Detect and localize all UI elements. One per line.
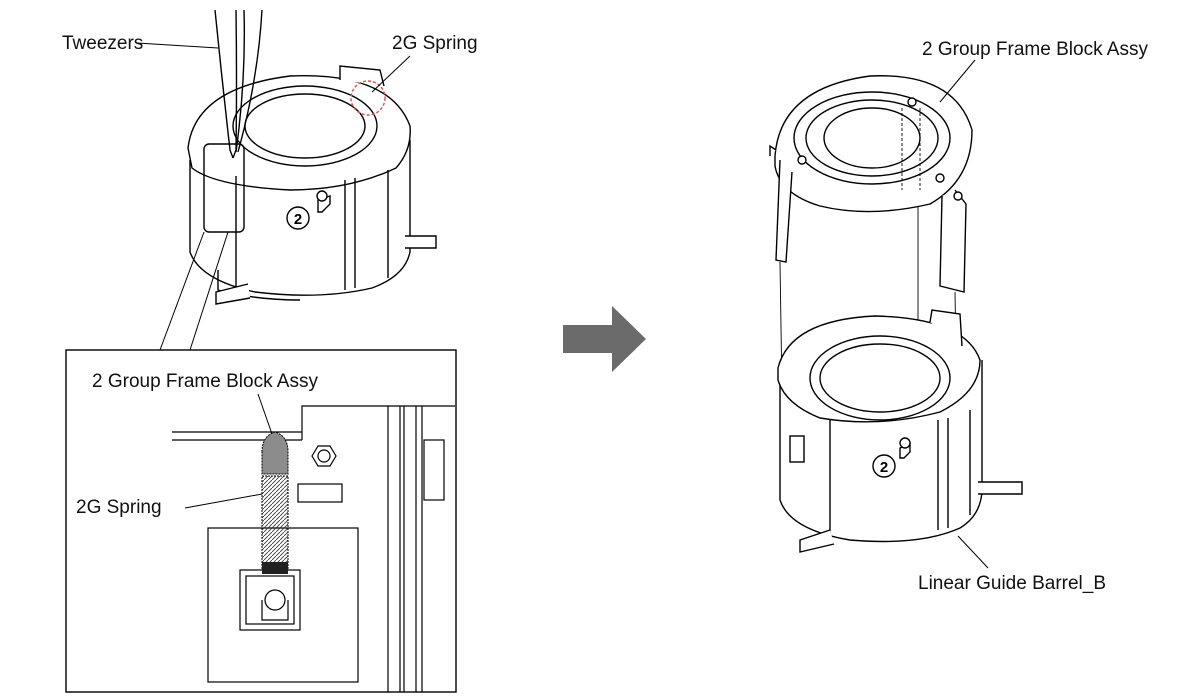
detail-frame-leader: [257, 393, 273, 435]
frame-right-leader: [939, 59, 976, 103]
left-lens-inner: [244, 93, 366, 159]
barrel-right-leader: [957, 535, 989, 569]
detail-small-block: [297, 483, 343, 503]
left-bottom-tab: [215, 283, 251, 305]
right-frame-guides: [901, 108, 921, 190]
right-part-number: 2: [880, 459, 888, 476]
label-2g-spring-detail: 2G Spring: [76, 497, 162, 518]
step-arrow: [563, 306, 646, 372]
right-linear-guide-barrel: [777, 309, 1023, 553]
detail-view: [172, 405, 455, 692]
callout-leader-right: [189, 231, 229, 351]
callout-leader-left: [159, 231, 205, 351]
spring-highlight-circle: [350, 80, 386, 116]
label-2g-spring-top: 2G Spring: [392, 33, 478, 54]
label-tweezers: Tweezers: [62, 33, 144, 54]
label-2-group-frame-right: 2 Group Frame Block Assy: [922, 39, 1148, 60]
detail-view-box: [65, 349, 457, 693]
detail-callout-box: [203, 143, 245, 233]
tweezers: [214, 9, 263, 159]
hex-nut: [311, 445, 337, 467]
tweezers-leader: [136, 42, 219, 49]
left-part-number-circle: [286, 206, 310, 230]
label-2-group-frame-detail: 2 Group Frame Block Assy: [92, 371, 318, 392]
left-part-number: 2: [294, 211, 302, 228]
spring-top-leader: [371, 55, 411, 93]
left-barrel-assembly: [187, 65, 437, 305]
detail-spring: [261, 431, 289, 574]
left-right-tab: [405, 235, 437, 249]
label-linear-guide-barrel: Linear Guide Barrel_B: [918, 573, 1106, 594]
right-frame-assy: [769, 75, 973, 293]
detail-spring-leader: [184, 493, 263, 509]
